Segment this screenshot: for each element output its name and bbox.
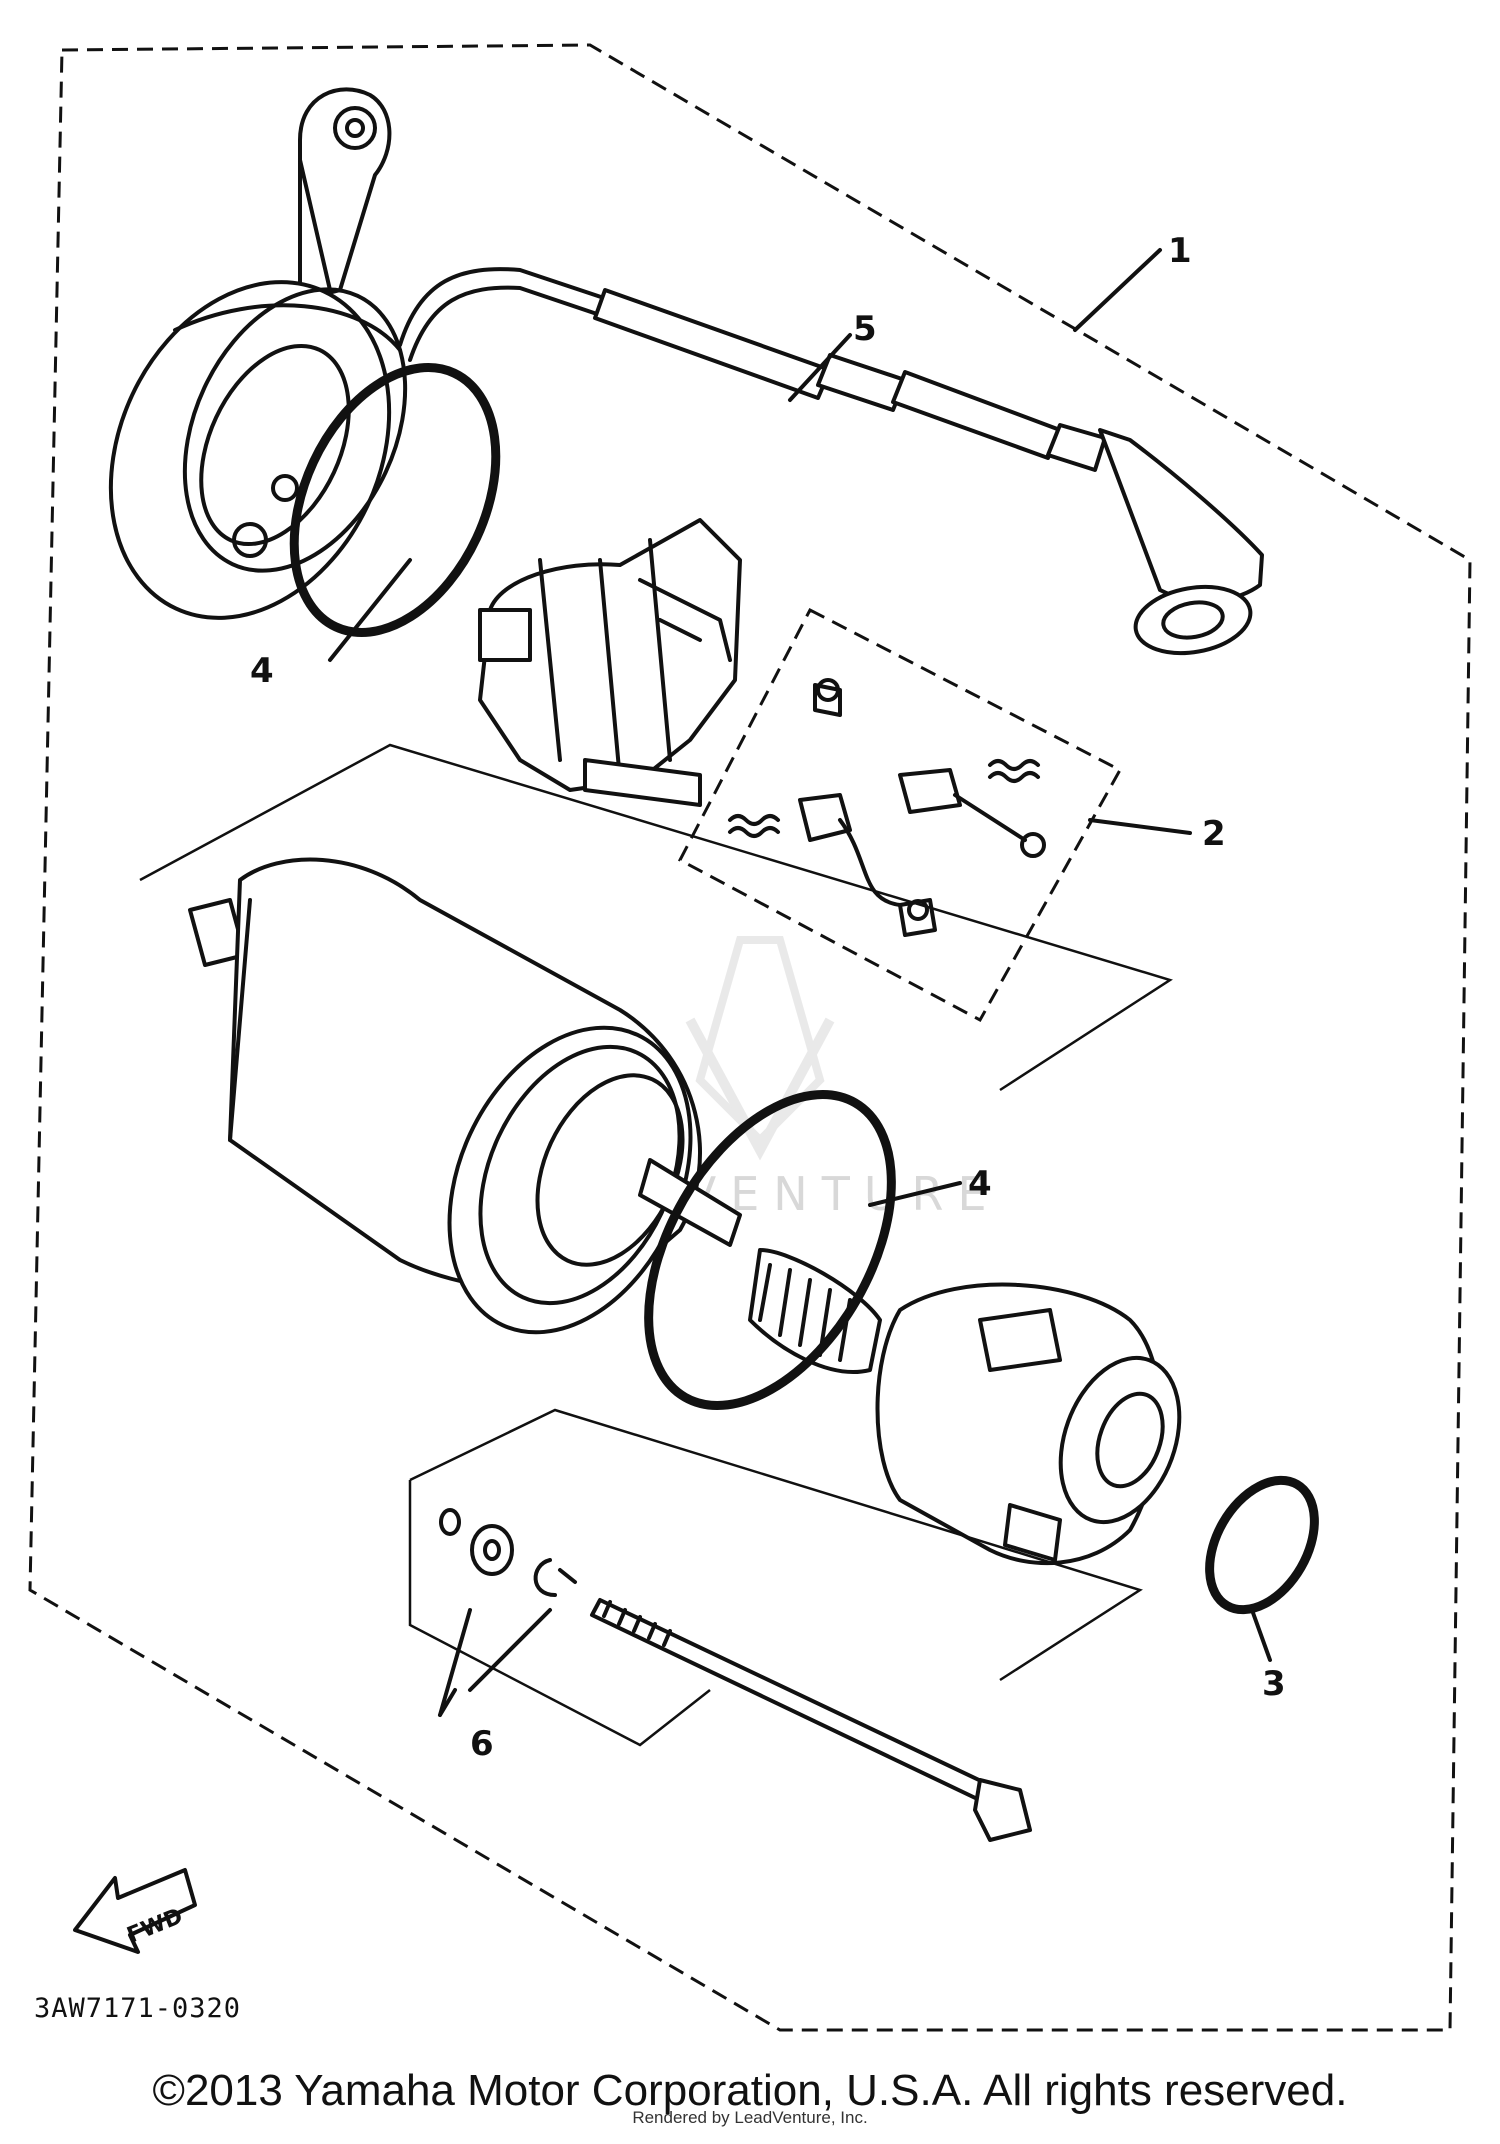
callout-4-lower: 4: [968, 1164, 992, 1204]
drawing-code: 3AW7171-0320: [34, 1993, 241, 2024]
rendered-by-note: Rendered by LeadVenture, Inc.: [632, 2108, 868, 2127]
o-ring-rear[interactable]: [254, 335, 535, 665]
callout-4-upper: 4: [250, 651, 274, 691]
assembly-boundary: [28, 43, 1472, 2032]
brush-kit-boundary: [677, 607, 1123, 1023]
brush-kit-parts[interactable]: [728, 678, 1046, 937]
bolt-kit-parts[interactable]: [439, 1508, 1032, 1842]
callout-2: 2: [1202, 814, 1226, 854]
lead-wire[interactable]: [398, 267, 1264, 661]
callout-3: 3: [1262, 1664, 1286, 1704]
yoke-boundary: [139, 743, 1173, 1092]
bolt-kit-boundary: [409, 1408, 1143, 1682]
bolt-kit-boundary-lower: [408, 1480, 711, 1747]
callout-6: 6: [470, 1724, 494, 1764]
rear-cover[interactable]: [58, 87, 448, 663]
o-ring-front[interactable]: [598, 1053, 941, 1447]
yoke-assembly[interactable]: [188, 857, 882, 1374]
front-cover[interactable]: [875, 1282, 1201, 1566]
leader-lines: [328, 248, 1272, 1717]
copyright-notice: ©2013 Yamaha Motor Corporation, U.S.A. A…: [152, 2066, 1348, 2115]
brush-holder[interactable]: [478, 518, 742, 807]
fwd-arrow-icon: FWD: [73, 1868, 197, 1954]
o-ring-small[interactable]: [1188, 1462, 1336, 1628]
callout-5: 5: [853, 309, 877, 349]
watermark-logo: [685, 936, 835, 1161]
callout-1: 1: [1168, 231, 1192, 271]
